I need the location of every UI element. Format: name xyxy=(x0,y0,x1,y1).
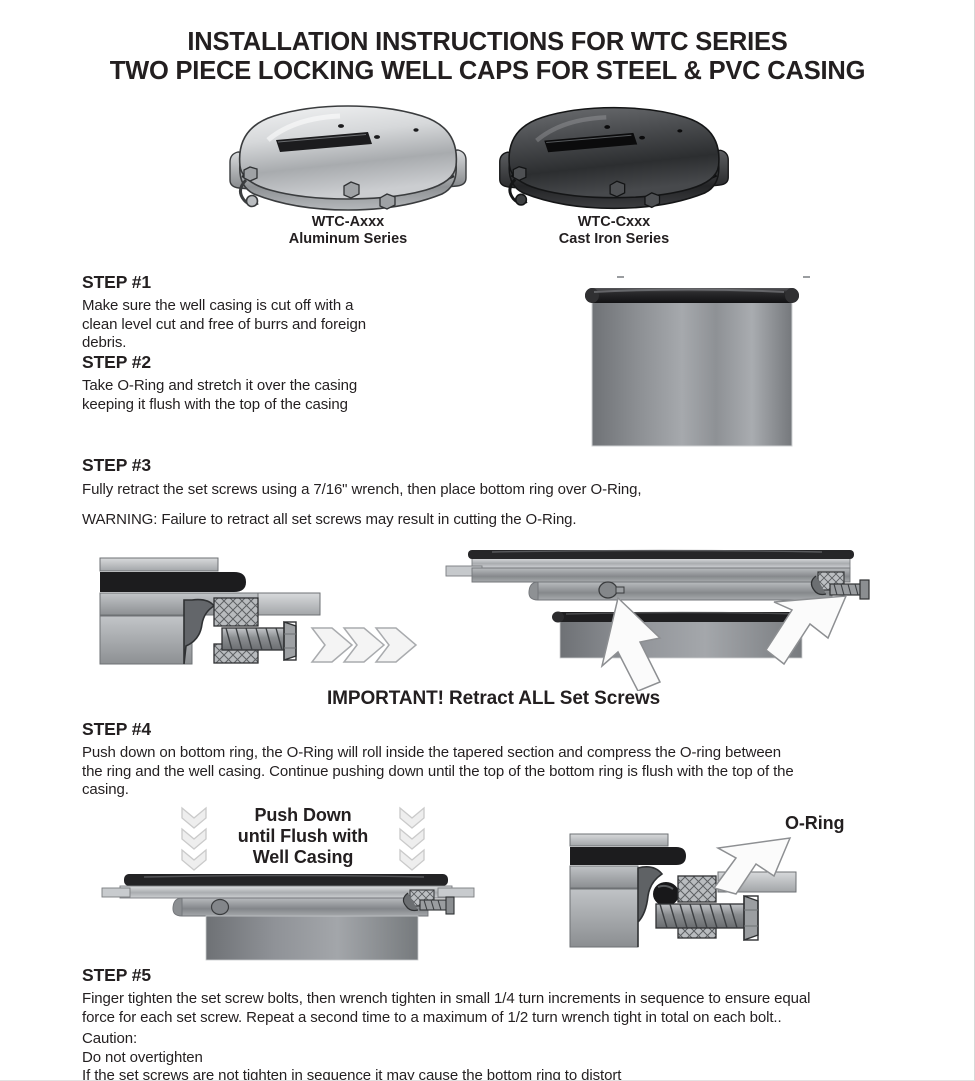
product-series-aluminum: Aluminum Series xyxy=(288,231,408,247)
caution-label: Caution: xyxy=(82,1030,138,1047)
step-3-line-1: Fully retract the set screws using a 7/1… xyxy=(82,481,642,498)
step-5-caution: Caution: Do not overtighten If the set s… xyxy=(82,1030,932,1081)
product-caption-cast-iron: WTC-Cxxx Cast Iron Series xyxy=(492,214,736,248)
step-3-body: Fully retract the set screws using a 7/1… xyxy=(82,481,782,529)
well-cap-cast-iron-icon xyxy=(499,106,729,210)
bottom-ring-over-casing-figure xyxy=(432,546,872,691)
well-cap-aluminum-icon xyxy=(229,105,467,211)
product-series-cast-iron: Cast Iron Series xyxy=(558,231,670,247)
step-5-heading: STEP #5 xyxy=(82,965,152,985)
oring-label: O-Ring xyxy=(785,813,845,833)
step-1-line-1: Make sure the well casing is cut off wit… xyxy=(82,297,354,314)
step-2-heading: STEP #2 xyxy=(82,352,152,372)
step-1-line-3: debris. xyxy=(82,334,127,351)
product-figure-cast-iron: WTC-Cxxx Cast Iron Series xyxy=(492,104,736,248)
caution-line-2: If the set screws are not tighten in seq… xyxy=(82,1067,622,1081)
step-4-line-3: casing. xyxy=(82,781,129,798)
page-title: INSTALLATION INSTRUCTIONS FOR WTC SERIES… xyxy=(0,28,974,86)
step-2-line-1: Take O-Ring and stretch it over the casi… xyxy=(82,377,358,394)
step-4-line-1: Push down on bottom ring, the O-Ring wil… xyxy=(82,744,782,761)
chevron-down-icon xyxy=(399,806,425,871)
step-5-body: Finger tighten the set screw bolts, then… xyxy=(82,990,932,1027)
well-casing-with-oring-figure xyxy=(578,270,828,455)
chevron-down-icon xyxy=(181,806,207,871)
caution-line-1: Do not overtighten xyxy=(82,1048,203,1066)
title-line-1: INSTALLATION INSTRUCTIONS FOR WTC SERIES xyxy=(187,28,788,56)
step-4-heading: STEP #4 xyxy=(82,719,152,739)
push-down-line-3: Well Casing xyxy=(252,847,354,867)
step-1-body: Make sure the well casing is cut off wit… xyxy=(82,297,482,353)
step-5-line-1: Finger tighten the set screw bolts, then… xyxy=(82,990,811,1007)
bottom-ring-seated-figure xyxy=(98,866,484,962)
push-down-callout: Push Down until Flush with Well Casing xyxy=(218,805,388,868)
step-3-warning: WARNING: Failure to retract all set scre… xyxy=(82,510,577,528)
push-down-chevrons-left xyxy=(178,806,210,872)
step-4-body: Push down on bottom ring, the O-Ring wil… xyxy=(82,744,922,800)
step-1-heading: STEP #1 xyxy=(82,272,152,292)
step-3-heading: STEP #3 xyxy=(82,455,152,475)
set-screw-cross-section-figure xyxy=(98,556,418,676)
step-2-line-2: keeping it flush with the top of the cas… xyxy=(82,395,348,413)
step-2-body: Take O-Ring and stretch it over the casi… xyxy=(82,377,482,414)
push-down-line-1: Push Down xyxy=(254,805,352,825)
product-model-cast-iron: WTC-Cxxx xyxy=(577,214,651,230)
push-down-chevrons-right xyxy=(396,806,428,872)
step-4-line-2: the ring and the well casing. Continue p… xyxy=(82,762,794,780)
product-figure-aluminum: WTC-Axxx Aluminum Series xyxy=(222,104,474,248)
product-model-aluminum: WTC-Axxx xyxy=(311,214,385,230)
push-down-line-2: until Flush with xyxy=(237,826,369,846)
product-caption-aluminum: WTC-Axxx Aluminum Series xyxy=(222,214,474,248)
step-5-line-2: force for each set screw. Repeat a secon… xyxy=(82,1008,782,1026)
oring-compression-detail-figure xyxy=(568,832,804,960)
step-1-line-2: clean level cut and free of burrs and fo… xyxy=(82,315,367,333)
title-line-2: TWO PIECE LOCKING WELL CAPS FOR STEEL & … xyxy=(109,57,866,85)
important-callout: IMPORTANT! Retract ALL Set Screws xyxy=(327,688,661,709)
